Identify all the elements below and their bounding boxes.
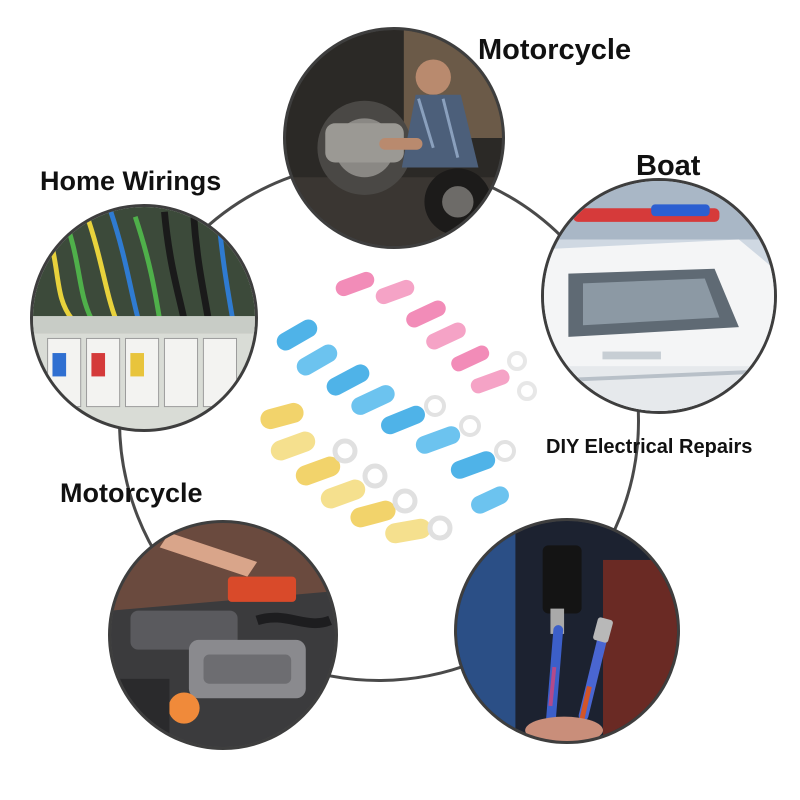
label-motorcycle-left: Motorcycle [60,478,203,508]
label-home-wirings: Home Wirings [40,166,222,196]
boat-illustration [544,181,774,411]
home-wiring-photo [30,204,258,432]
connector-plug-photo [454,518,680,744]
label-motorcycle-top: Motorcycle [478,34,632,66]
plug-illustration [457,521,677,741]
label-diy-electrical-repairs: DIY Electrical Repairs [546,436,753,458]
boat-photo [541,178,777,414]
engine-illustration [111,523,335,747]
motorcycle-repair-illustration [286,30,502,246]
connectors-assortment-photo [255,266,545,556]
home-wiring-illustration [33,207,255,429]
label-boat: Boat [636,150,701,182]
engine-repair-photo [108,520,338,750]
pink-connectors [335,271,537,401]
connectors-illustration [255,266,545,556]
yellow-connectors [260,402,453,544]
blue-connectors [276,319,516,514]
motorcycle-repair-photo [283,27,505,249]
